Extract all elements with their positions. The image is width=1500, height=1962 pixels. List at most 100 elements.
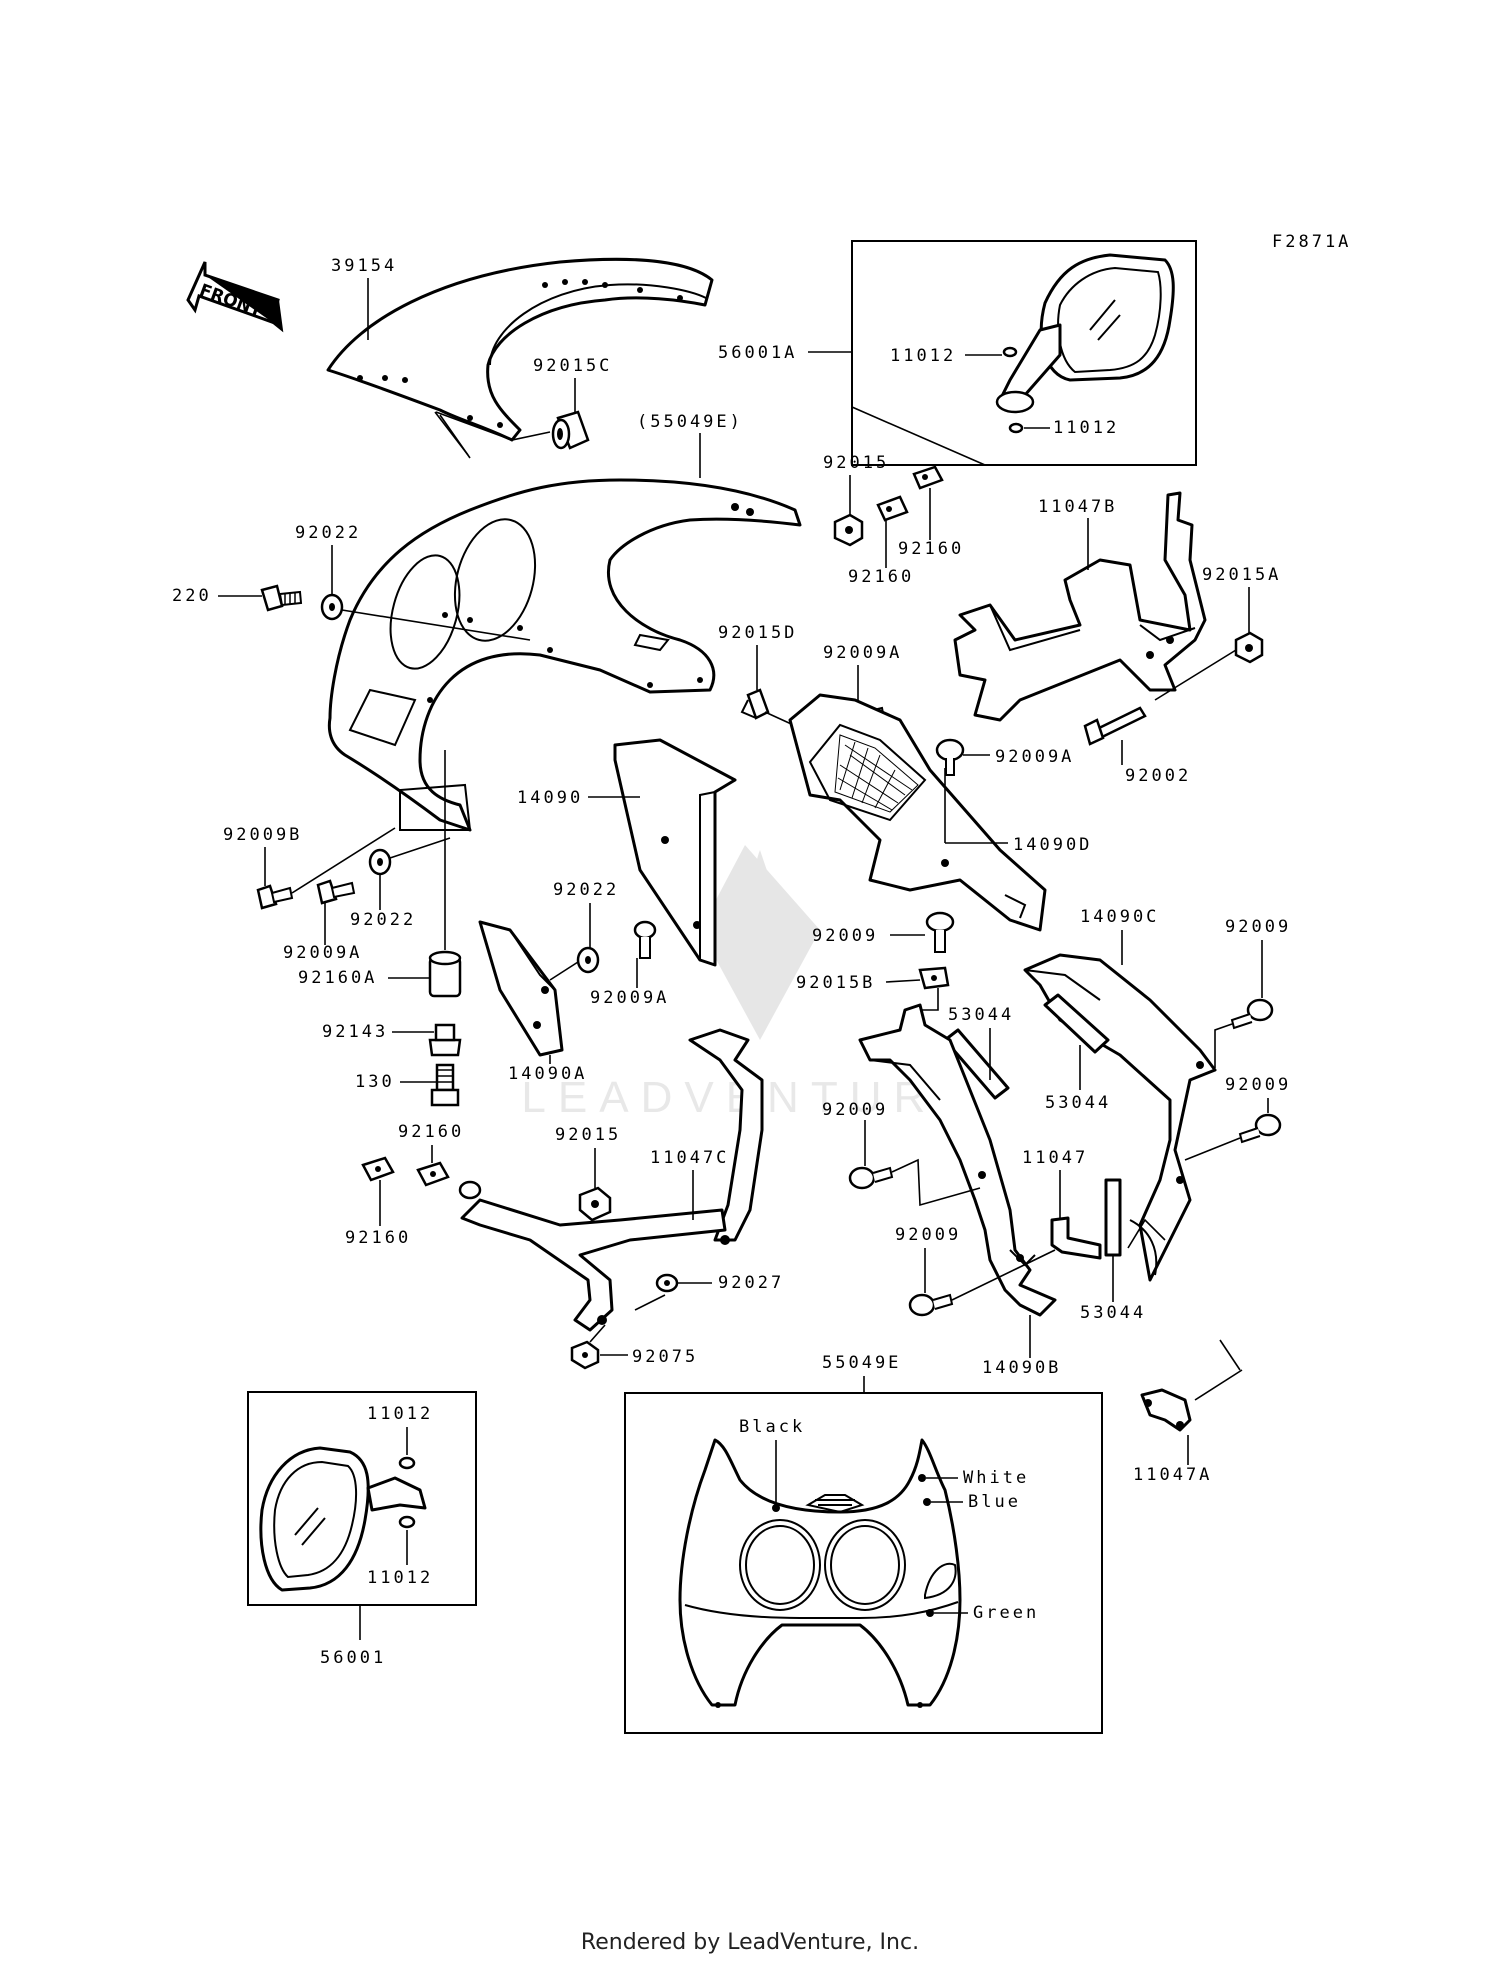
label-14090C: 14090C (1080, 907, 1159, 927)
part-92015-nut-top[interactable] (833, 513, 864, 547)
part-11047A-bracket[interactable] (1140, 1388, 1192, 1432)
label-11012-a: 11012 (890, 346, 956, 366)
color-point-green (926, 1609, 934, 1617)
part-92022-washer-left[interactable] (368, 848, 392, 876)
label-56001: 56001 (320, 1648, 386, 1668)
label-92009B: 92009B (223, 825, 302, 845)
part-220-screw[interactable] (260, 584, 303, 612)
part-11012-cap-a[interactable] (1002, 346, 1018, 358)
part-39154-upper-cover[interactable] (326, 257, 714, 459)
part-92015D-clip[interactable] (740, 688, 770, 720)
part-11047B-stay-bracket[interactable] (953, 491, 1207, 722)
part-53044-strip-b[interactable] (1043, 993, 1110, 1054)
part-92160-clip-d[interactable] (361, 1156, 395, 1182)
part-11047C-stay[interactable] (458, 1028, 764, 1332)
label-92009-low2: 92009 (895, 1225, 961, 1245)
part-92009-screw-low1[interactable] (848, 1166, 894, 1190)
part-53044-strip-c[interactable] (1104, 1178, 1122, 1257)
part-92015B-clip[interactable] (918, 966, 950, 990)
part-53044-strip-a[interactable] (943, 1028, 1010, 1100)
part-92160-clip-b[interactable] (912, 465, 944, 490)
part-92160-clip-c[interactable] (416, 1161, 450, 1187)
label-11047B: 11047B (1038, 497, 1117, 517)
part-92009-screw-mid[interactable] (925, 911, 955, 953)
label-92160A: 92160A (298, 968, 377, 988)
part-92009B-screw[interactable] (256, 884, 294, 910)
label-53044-a: 53044 (948, 1005, 1014, 1025)
part-130-bolt[interactable] (430, 1063, 460, 1107)
part-92015-nut-low[interactable] (578, 1186, 612, 1222)
label-92002: 92002 (1125, 766, 1191, 786)
label-92160-a: 92160 (898, 539, 964, 559)
label-14090: 14090 (517, 788, 583, 808)
part-92015A-nut[interactable] (1234, 631, 1264, 664)
part-92009A-screw-mid[interactable] (935, 738, 965, 776)
label-39154: 39154 (331, 256, 397, 276)
label-92143: 92143 (322, 1022, 388, 1042)
label-92027: 92027 (718, 1273, 784, 1293)
label-53044-b: 53044 (1045, 1093, 1111, 1113)
label-92009-right2: 92009 (1225, 1075, 1291, 1095)
label-92009-right1: 92009 (1225, 917, 1291, 937)
label-55049E-ref: (55049E) (637, 412, 743, 432)
part-14090D-inner-panel[interactable] (788, 693, 1047, 932)
part-11047-bracket[interactable] (1050, 1216, 1102, 1260)
label-92015-top: 92015 (823, 453, 889, 473)
label-92015B: 92015B (796, 973, 875, 993)
part-92160A-damper[interactable] (428, 950, 462, 998)
label-92160-d: 92160 (345, 1228, 411, 1248)
label-92015D: 92015D (718, 623, 797, 643)
diagram-code: F2871A (1272, 232, 1351, 252)
part-92009-screw-right1[interactable] (1230, 998, 1274, 1030)
label-92022-mid: 92022 (553, 880, 619, 900)
part-92009-screw-right2[interactable] (1238, 1113, 1282, 1144)
part-92009A-screw-left[interactable] (316, 879, 356, 905)
label-92009A-mid: 92009A (995, 747, 1074, 767)
label-92009A-left: 92009A (283, 943, 362, 963)
label-11012-b: 11012 (1053, 418, 1119, 438)
label-color-white: White (963, 1468, 1029, 1488)
front-arrow-icon: FRONT (186, 261, 284, 333)
part-14090A-small-panel[interactable] (478, 920, 564, 1057)
label-92022-top: 92022 (295, 523, 361, 543)
part-55049E-front-cowl[interactable] (678, 1438, 962, 1708)
part-92009-screw-low2[interactable] (908, 1293, 954, 1317)
label-color-green: Green (973, 1603, 1039, 1623)
part-92075-nut[interactable] (570, 1340, 600, 1370)
part-11012-cap-d[interactable] (398, 1515, 416, 1529)
label-92009-low1: 92009 (822, 1100, 888, 1120)
mirror-56001-box (247, 1391, 477, 1606)
label-220: 220 (172, 586, 212, 606)
part-92015C-grommet[interactable] (551, 410, 590, 450)
part-92143-collar[interactable] (428, 1023, 462, 1057)
label-92009A-center: 92009A (590, 988, 669, 1008)
color-point-black (772, 1504, 780, 1512)
label-92009A-top: 92009A (823, 643, 902, 663)
part-92160-clip-a[interactable] (876, 495, 909, 522)
mirror-56001A-box (851, 240, 1197, 466)
part-14090C-lower-panel[interactable] (1023, 953, 1217, 1282)
label-11047C: 11047C (650, 1148, 729, 1168)
label-92022-left: 92022 (350, 910, 416, 930)
rendered-by-footer: Rendered by LeadVenture, Inc. (580, 1930, 920, 1955)
label-92015A: 92015A (1202, 565, 1281, 585)
part-92009A-screw-center[interactable] (633, 920, 657, 959)
label-color-blue: Blue (968, 1492, 1021, 1512)
part-56001A-mirror[interactable] (995, 253, 1175, 414)
part-55049E-upper-cowl[interactable] (327, 478, 802, 832)
part-92022-washer-mid[interactable] (576, 946, 600, 974)
label-92015C: 92015C (533, 356, 612, 376)
part-92027-grommet[interactable] (655, 1273, 679, 1293)
label-11047A: 11047A (1133, 1465, 1212, 1485)
label-92015-low: 92015 (555, 1125, 621, 1145)
label-92160-b: 92160 (848, 567, 914, 587)
part-11012-cap-c[interactable] (398, 1456, 416, 1470)
part-92022-washer-top[interactable] (320, 593, 344, 621)
label-130: 130 (355, 1072, 395, 1092)
part-92002-bolt[interactable] (1083, 706, 1147, 746)
part-11012-cap-b[interactable] (1008, 422, 1024, 434)
label-56001A: 56001A (718, 343, 797, 363)
part-56001-mirror[interactable] (259, 1446, 427, 1592)
label-14090D: 14090D (1013, 835, 1092, 855)
